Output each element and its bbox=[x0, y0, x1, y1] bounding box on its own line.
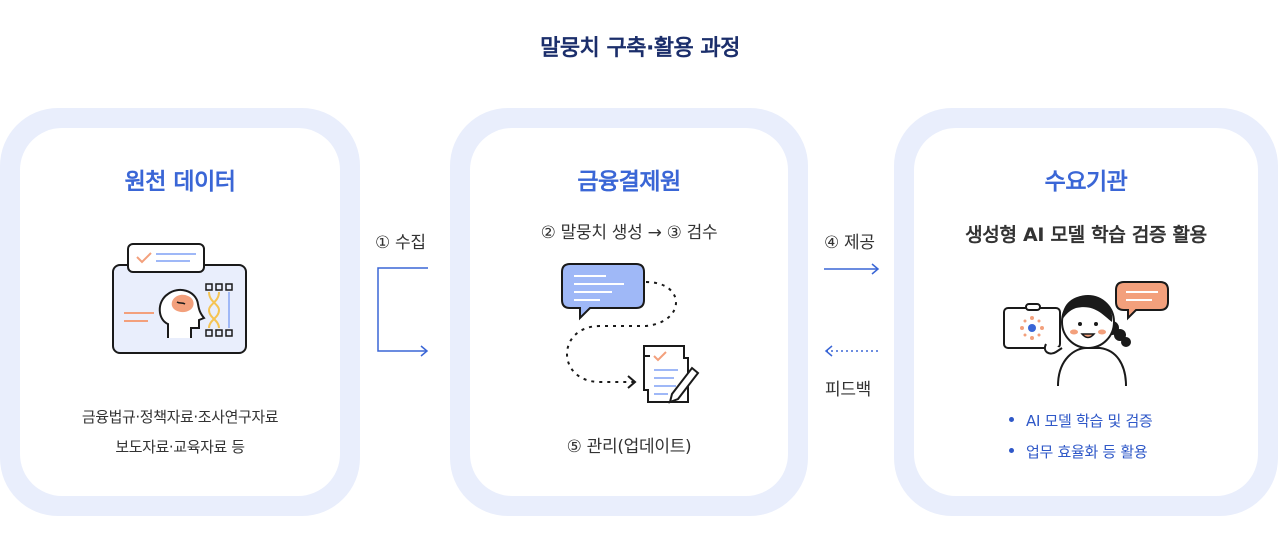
source-data-title: 원천 데이터 bbox=[124, 169, 236, 195]
generate-review-steps: ② 말뭉치 생성 → ③ 검수 bbox=[540, 223, 718, 243]
demand-org-uses: AI 모델 학습 및 검증 업무 효율화 등 활용 bbox=[1009, 406, 1153, 468]
kftc-card-inner: 금융결제원 ② 말뭉치 생성 → ③ 검수 ⑤ 관리(업데이트) bbox=[470, 128, 788, 496]
bullet-text: AI 모델 학습 및 검증 bbox=[1026, 412, 1153, 430]
bullet-icon bbox=[1009, 417, 1014, 422]
source-data-card-inner: 원천 데이터 금융 bbox=[20, 128, 340, 496]
provide-arrow bbox=[824, 263, 880, 275]
collect-label: ① 수집 bbox=[375, 233, 426, 253]
list-item: AI 모델 학습 및 검증 bbox=[1009, 406, 1153, 437]
demand-org-title: 수요기관 bbox=[1044, 169, 1128, 195]
collect-arrow bbox=[377, 267, 429, 357]
bullet-text: 업무 효율화 등 활용 bbox=[1026, 443, 1148, 461]
provide-label: ④ 제공 bbox=[824, 233, 875, 253]
demand-org-subtitle: 생성형 AI 모델 학습 검증 활용 bbox=[965, 224, 1207, 246]
source-data-card: 원천 데이터 금융 bbox=[0, 108, 360, 516]
brain-data-icon bbox=[112, 243, 247, 354]
demand-org-card: 수요기관 생성형 AI 모델 학습 검증 활용 bbox=[894, 108, 1278, 516]
source-data-line-2: 보도자료·교육자료 등 bbox=[115, 438, 245, 456]
kftc-card: 금융결제원 ② 말뭉치 생성 → ③ 검수 ⑤ 관리(업데이트) bbox=[450, 108, 808, 516]
list-item: 업무 효율화 등 활용 bbox=[1009, 437, 1152, 468]
feedback-label: 피드백 bbox=[825, 380, 872, 400]
source-data-types: 금융법규·정책자료·조사연구자료 보도자료·교육자료 등 bbox=[20, 402, 340, 462]
corpus-process-icon bbox=[561, 263, 700, 404]
manage-update-step: ⑤ 관리(업데이트) bbox=[566, 437, 692, 457]
kftc-title: 금융결제원 bbox=[577, 169, 681, 195]
source-data-line-1: 금융법규·정책자료·조사연구자료 bbox=[81, 408, 279, 426]
ai-user-icon bbox=[1003, 281, 1169, 387]
feedback-arrow bbox=[824, 345, 880, 357]
page-title: 말뭉치 구축·활용 과정 bbox=[540, 36, 740, 61]
demand-org-card-inner: 수요기관 생성형 AI 모델 학습 검증 활용 bbox=[914, 128, 1258, 496]
bullet-icon bbox=[1009, 448, 1014, 453]
